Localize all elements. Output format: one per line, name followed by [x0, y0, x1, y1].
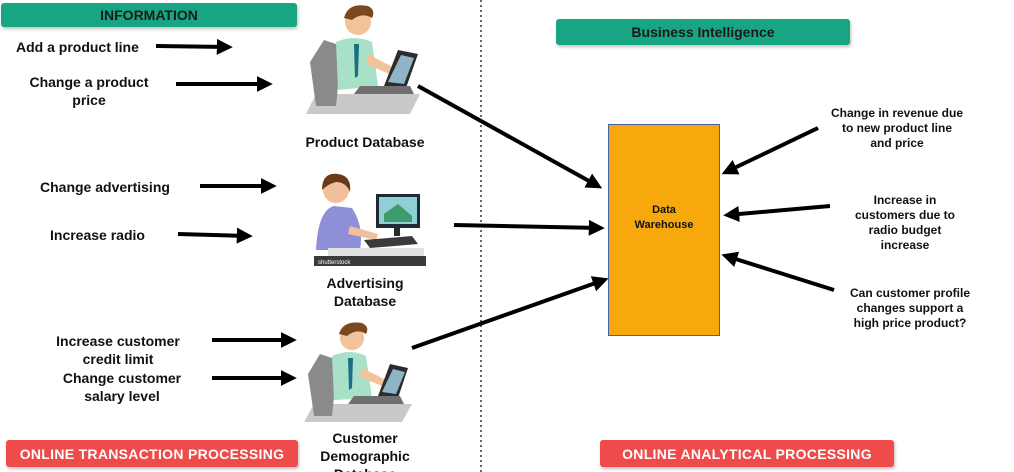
arrow-product-to-warehouse: [417, 84, 603, 189]
arrow-customer-to-warehouse: [411, 276, 609, 350]
olap-banner: ONLINE ANALYTICAL PROCESSING: [600, 440, 894, 467]
arrow-revenue-question: [721, 126, 819, 175]
arrow-profile-question: [721, 251, 835, 292]
increase-radio-label: Increase radio: [50, 227, 145, 243]
change-salary-label: Change customer salary level: [62, 370, 182, 404]
add-product-line-label: Add a product line: [16, 39, 139, 55]
arrow-increase-radio: [177, 227, 253, 244]
revenue-question-label: Change in revenue due to new product lin…: [830, 106, 964, 150]
profile-question-label: Can customer profile changes support a h…: [849, 286, 971, 330]
change-price-label: Change a product price: [29, 74, 149, 108]
product-database-label: Product Database: [305, 134, 425, 150]
watermark-text: shutterstock: [318, 260, 351, 266]
arrow-add-product-line: [155, 38, 233, 55]
information-banner: INFORMATION: [1, 3, 297, 27]
increase-credit-label: Increase customer credit limit: [56, 333, 180, 367]
customer-database-person-icon: [304, 322, 412, 422]
advertising-database-label: Advertising Database: [326, 275, 404, 309]
customers-question-label: Increase in customers due to radio budge…: [854, 193, 956, 252]
product-database-person-icon: [306, 5, 420, 114]
business-intelligence-banner: Business Intelligence: [556, 19, 850, 45]
customer-database-label: Customer Demographic Database: [320, 430, 410, 472]
change-advertising-label: Change advertising: [40, 179, 170, 195]
arrow-customers-question: [723, 204, 831, 222]
data-warehouse-label: Data Warehouse: [634, 204, 694, 231]
arrow-advertising-to-warehouse: [453, 219, 605, 236]
oltp-banner: ONLINE TRANSACTION PROCESSING: [6, 440, 298, 467]
data-warehouse-box: Data Warehouse: [608, 124, 720, 336]
advertising-database-person-icon: shutterstock: [312, 173, 426, 266]
